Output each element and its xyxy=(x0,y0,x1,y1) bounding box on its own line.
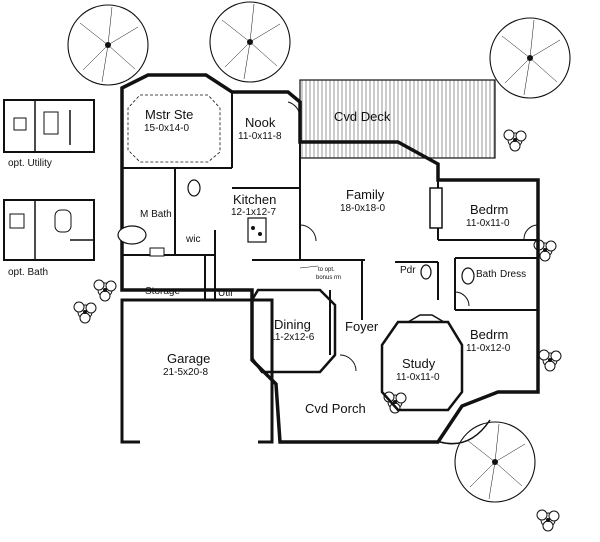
dining-bay xyxy=(250,288,337,374)
cvd-deck-name: Cvd Deck xyxy=(334,109,391,124)
storage-name: Storage xyxy=(145,286,181,297)
toilet-icon xyxy=(420,264,432,280)
cvd-porch-name: Cvd Porch xyxy=(305,401,366,416)
door-swing-icon xyxy=(339,354,357,372)
dress-name: Dress xyxy=(500,269,527,280)
family-dims: 18-0x18-0 xyxy=(340,203,386,214)
family-name: Family xyxy=(346,187,385,202)
shrub-icon xyxy=(538,349,562,372)
toilet-icon xyxy=(187,179,201,197)
opt-bath-label: opt. Bath xyxy=(8,267,49,278)
util-name: Util xyxy=(218,288,233,299)
to-opt-bonus-line2: bonus rm xyxy=(316,275,342,281)
bedrm-1-dims: 11-0x11-0 xyxy=(466,218,510,229)
nook-name: Nook xyxy=(245,115,276,130)
garage-name: Garage xyxy=(167,351,211,366)
kitchen-name: Kitchen xyxy=(233,192,277,207)
nook-dims: 11-0x11-8 xyxy=(238,131,282,142)
door-swing-icon xyxy=(299,224,317,242)
sink-icon xyxy=(149,247,165,257)
foyer-name: Foyer xyxy=(345,319,379,334)
bedrm-1-name: Bedrm xyxy=(470,202,509,217)
opt-utility-label: opt. Utility xyxy=(8,158,52,169)
tree-icon xyxy=(67,4,149,86)
tree-icon xyxy=(489,17,571,99)
wic-name: wic xyxy=(186,234,201,245)
mstr-ste-name: Mstr Ste xyxy=(145,107,194,122)
tray-ceiling xyxy=(127,94,221,163)
bedrm-2-dims: 11-0x12-0 xyxy=(466,343,511,354)
opt-bath-detail xyxy=(3,199,95,261)
door-swing-icon xyxy=(523,224,539,240)
shrub-icon xyxy=(503,129,527,152)
pdr-name: Pdr xyxy=(400,265,416,276)
door-swing-icon xyxy=(287,101,301,119)
to-opt-bonus-line1: to opt. xyxy=(318,267,335,273)
porch-steps xyxy=(439,419,491,445)
shrub-icon xyxy=(536,509,560,532)
shrub-icon xyxy=(73,301,97,324)
shrub-icon xyxy=(93,279,117,302)
toilet-icon xyxy=(461,267,475,285)
garage-dims: 21-5x20-8 xyxy=(163,367,209,378)
dining-dims: 11-2x12-6 xyxy=(270,332,315,343)
tree-icon xyxy=(454,421,536,503)
opt-utility-detail xyxy=(3,99,95,153)
study-dims: 11-0x11-0 xyxy=(396,372,440,383)
entry-turret xyxy=(405,314,447,323)
deck-surface xyxy=(299,79,496,159)
study-bay xyxy=(380,320,464,412)
m-bath-name: M Bath xyxy=(140,209,172,220)
study-name: Study xyxy=(402,356,436,371)
bathtub-icon xyxy=(117,225,147,245)
door-swing-icon xyxy=(454,291,470,307)
mstr-ste-dims: 15-0x14-0 xyxy=(144,123,190,134)
dining-name: Dining xyxy=(274,317,311,332)
bedrm-2-name: Bedrm xyxy=(470,327,509,342)
kitchen-island xyxy=(247,217,267,243)
kitchen-dims: 12-1x12-7 xyxy=(231,207,277,218)
tree-icon xyxy=(209,1,291,83)
fireplace-icon xyxy=(429,187,443,229)
bath-name: Bath xyxy=(476,269,497,280)
